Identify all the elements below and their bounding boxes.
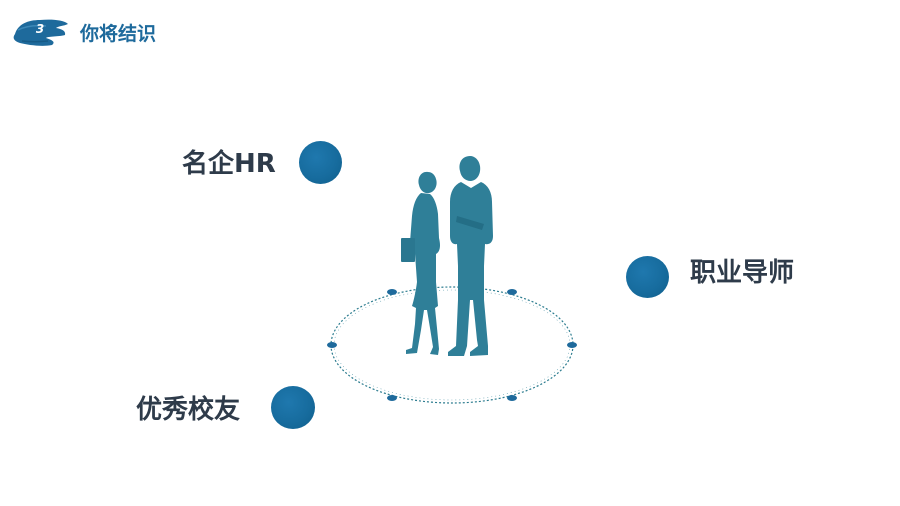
label-mentor: 职业导师 (690, 258, 795, 288)
orbit-node (387, 289, 397, 295)
woman-silhouette-icon (401, 171, 440, 355)
orbit-node (507, 395, 517, 401)
brush-stroke-icon (13, 19, 69, 46)
label-hr: 名企HR (182, 149, 276, 179)
section-number-badge: 3 (12, 14, 70, 48)
dot-alumni (271, 386, 315, 429)
section-title: 你将结识 (80, 23, 157, 45)
orbit-node (507, 289, 517, 295)
label-alumni: 优秀校友 (136, 395, 241, 425)
people-illustration (327, 156, 577, 404)
man-silhouette-icon (448, 156, 493, 356)
orbit-node (567, 342, 577, 348)
dot-mentor (626, 256, 669, 298)
orbit-ring (330, 286, 574, 404)
dot-hr (299, 141, 342, 184)
people-scene (320, 150, 590, 415)
orbit-node (387, 395, 397, 401)
orbit-ring-inner (333, 289, 571, 401)
orbit-node (327, 342, 337, 348)
section-number: 3 (35, 22, 45, 36)
